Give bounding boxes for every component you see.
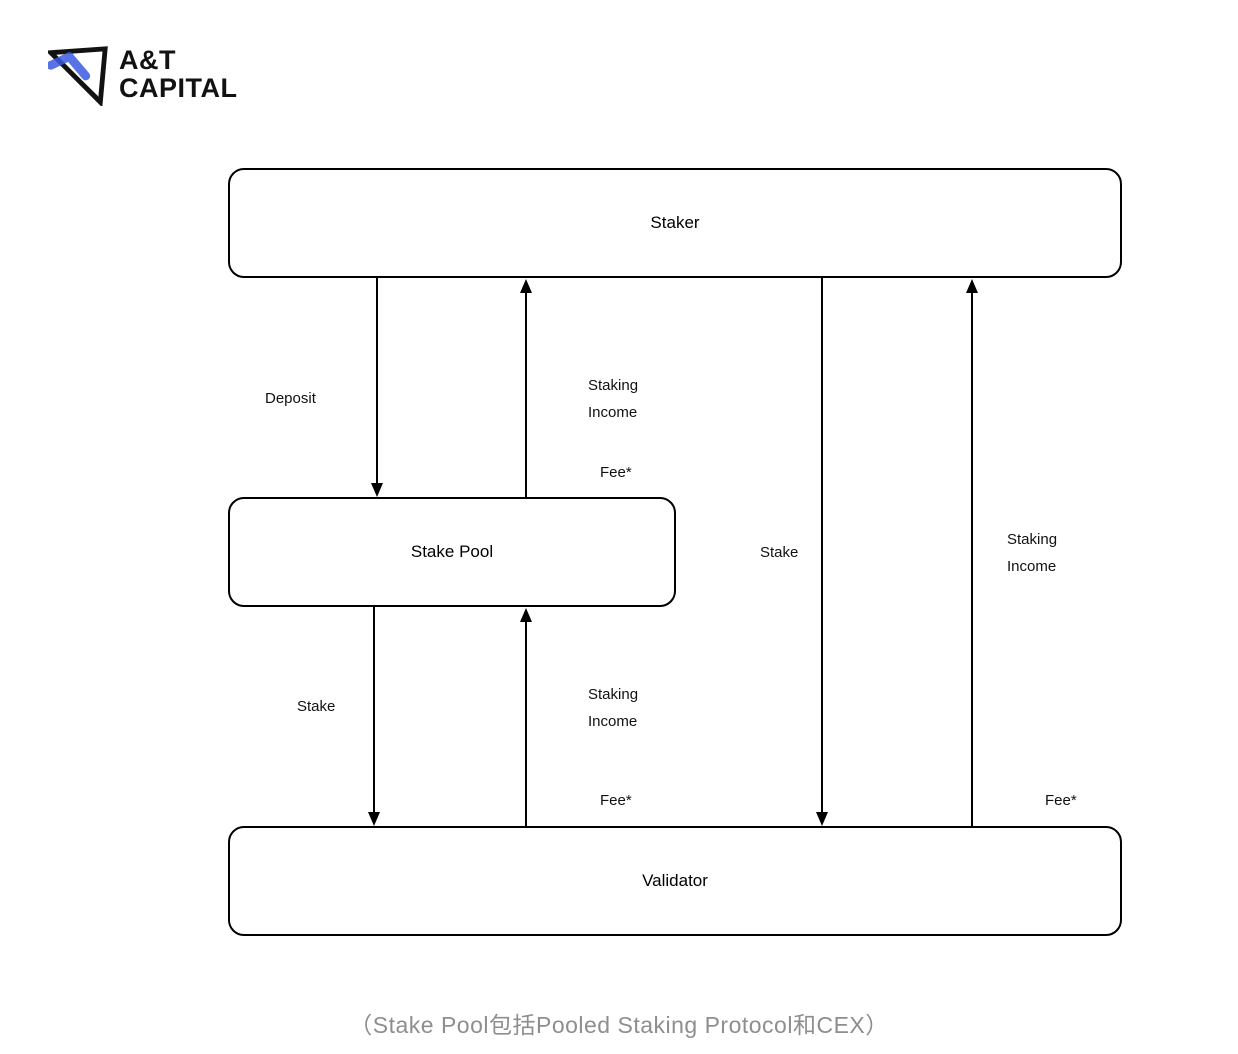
node-validator: Validator xyxy=(228,826,1122,936)
arrow-direct-stake-head-icon xyxy=(816,812,828,826)
edge-label-validator-income-mid-line2: Income xyxy=(588,713,638,730)
edge-label-validator-fee-right: Fee* xyxy=(1045,792,1077,809)
arrow-pool-stake-line xyxy=(373,607,375,813)
diagram-caption: （Stake Pool包括Pooled Staking Protocol和CEX… xyxy=(349,1012,889,1038)
node-staker: Staker xyxy=(228,168,1122,278)
arrow-pool-stake-head-icon xyxy=(368,812,380,826)
node-stake-pool-label: Stake Pool xyxy=(410,542,494,561)
arrow-validator-income-right-line xyxy=(971,292,973,826)
edge-label-pool-income: Staking Income xyxy=(588,372,638,426)
logo-line1: A&T xyxy=(119,45,176,75)
edge-label-validator-income-mid: Staking Income xyxy=(588,681,638,735)
edge-label-pool-stake: Stake xyxy=(297,698,336,715)
logo-line2: CAPITAL xyxy=(119,73,238,103)
arrow-validator-income-right-head-icon xyxy=(966,279,978,293)
edge-label-validator-income-right-line1: Staking xyxy=(1007,531,1058,548)
edge-label-direct-stake: Stake xyxy=(760,544,799,561)
edge-label-validator-income-mid-line1: Staking xyxy=(588,686,639,703)
arrow-pool-income-line xyxy=(525,292,527,497)
edge-label-validator-income-right: Staking Income xyxy=(1007,526,1057,580)
arrow-pool-income-head-icon xyxy=(520,279,532,293)
edge-label-validator-fee-mid: Fee* xyxy=(600,792,632,809)
node-stake-pool: Stake Pool xyxy=(228,497,676,607)
edge-label-deposit: Deposit xyxy=(265,390,316,407)
arrow-direct-stake-line xyxy=(821,278,823,813)
edge-label-pool-income-line2: Income xyxy=(588,404,638,421)
arrow-validator-income-mid-head-icon xyxy=(520,608,532,622)
logo: A&T CAPITAL xyxy=(48,44,238,106)
edge-label-pool-fee: Fee* xyxy=(600,464,632,481)
edge-label-validator-income-right-line2: Income xyxy=(1007,558,1057,575)
arrow-deposit-line xyxy=(376,278,378,486)
arrow-validator-income-mid-line xyxy=(525,621,527,826)
arrow-deposit-head-icon xyxy=(371,483,383,497)
edge-label-pool-income-line1: Staking xyxy=(588,377,639,394)
att-capital-logo-icon xyxy=(48,46,108,106)
node-staker-label: Staker xyxy=(650,213,700,232)
node-validator-label: Validator xyxy=(642,871,708,890)
logo-text: A&T CAPITAL xyxy=(119,46,238,102)
